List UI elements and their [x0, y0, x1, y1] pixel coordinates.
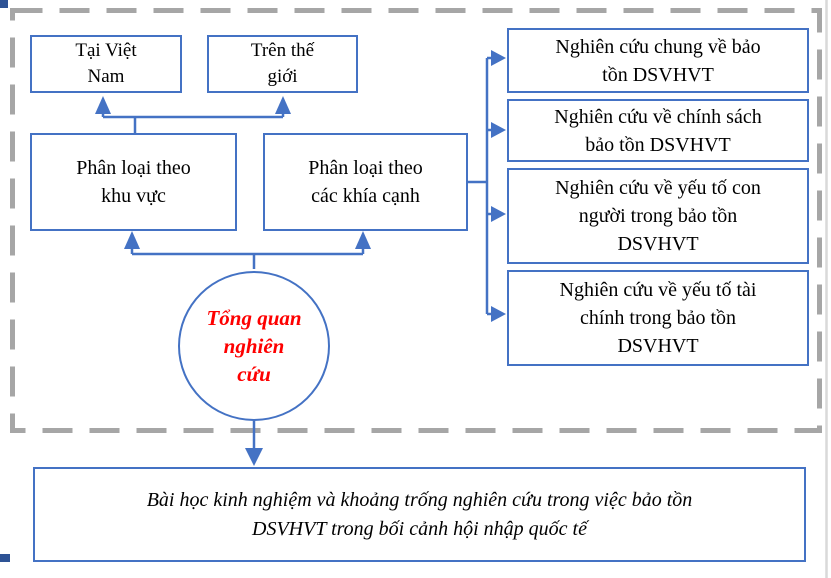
- box-research-general-line: tồn DSVHVT: [602, 63, 714, 86]
- box-research-human-factor-line: DSVHVT: [617, 233, 699, 255]
- arrowhead-to-vietnam: [95, 96, 111, 114]
- box-research-general-line: Nghiên cứu chung về bảo: [555, 35, 761, 58]
- box-conclusion: Bài học kinh nghiệm và khoảng trống nghi…: [33, 467, 806, 562]
- box-phan-loai-khia-canh: Phân loại theo các khía cạnh: [263, 133, 468, 231]
- box-research-policy-line: bảo tồn DSVHVT: [585, 133, 731, 156]
- arrowhead-to-research-3: [491, 206, 506, 222]
- box-tren-the-gioi: Trên thế giới: [207, 35, 358, 93]
- arrowhead-to-research-1: [491, 50, 506, 66]
- box-phan-loai-khu-vuc-line: khu vực: [101, 185, 166, 207]
- box-research-human-factor: Nghiên cứu về yếu tố con người trong bảo…: [507, 168, 809, 264]
- box-tren-the-gioi-line: giới: [267, 66, 298, 87]
- dashed-frame: [10, 8, 822, 433]
- box-research-financial-factor-line: DSVHVT: [617, 335, 699, 357]
- arrowhead-to-khu-vuc: [124, 231, 140, 249]
- connector-top-y: [101, 108, 285, 133]
- box-tai-viet-nam-line: Tại Việt: [75, 40, 137, 61]
- box-research-financial-factor-line: Nghiên cứu về yếu tố tài: [559, 279, 757, 301]
- circle-tong-quan-nghien-cuu: Tổng quan nghiên cứu: [178, 271, 330, 421]
- arrowhead-to-khia-canh: [355, 231, 371, 249]
- connector-bottom-y: [130, 246, 365, 269]
- box-research-financial-factor: Nghiên cứu về yếu tố tài chính trong bảo…: [507, 270, 809, 366]
- box-tai-viet-nam-line: Nam: [87, 66, 125, 87]
- box-research-policy-line: Nghiên cứu về chính sách: [554, 105, 762, 128]
- corner-fragment-top: [0, 0, 8, 8]
- arrowhead-to-world: [275, 96, 291, 114]
- box-phan-loai-khu-vuc: Phân loại theo khu vực: [30, 133, 237, 231]
- box-phan-loai-khu-vuc-line: Phân loại theo: [76, 157, 191, 179]
- connector-right-fan: [468, 56, 494, 316]
- box-tren-the-gioi-line: Trên thế: [250, 40, 315, 61]
- box-research-human-factor-line: Nghiên cứu về yếu tố con: [555, 177, 761, 199]
- arrowhead-to-research-2: [491, 122, 506, 138]
- circle-line: nghiên: [223, 334, 285, 358]
- corner-fragment-bottom: [0, 554, 10, 562]
- box-phan-loai-khia-canh-line: các khía cạnh: [311, 185, 420, 207]
- box-research-general: Nghiên cứu chung về bảo tồn DSVHVT: [507, 28, 809, 93]
- circle-line: cứu: [237, 362, 271, 386]
- box-tai-viet-nam: Tại Việt Nam: [30, 35, 182, 93]
- circle-line: Tổng quan: [206, 306, 302, 330]
- box-research-policy: Nghiên cứu về chính sách bảo tồn DSVHVT: [507, 99, 809, 162]
- box-research-human-factor-line: người trong bảo tồn: [578, 205, 738, 227]
- box-conclusion-line: Bài học kinh nghiệm và khoảng trống nghi…: [146, 488, 693, 511]
- arrowhead-to-research-4: [491, 306, 506, 322]
- arrowhead-to-conclusion: [245, 448, 263, 466]
- box-research-financial-factor-line: chính trong bảo tồn: [579, 307, 737, 329]
- box-phan-loai-khia-canh-line: Phân loại theo: [308, 157, 423, 179]
- box-conclusion-line: DSVHVT trong bối cảnh hội nhập quốc tế: [252, 517, 587, 540]
